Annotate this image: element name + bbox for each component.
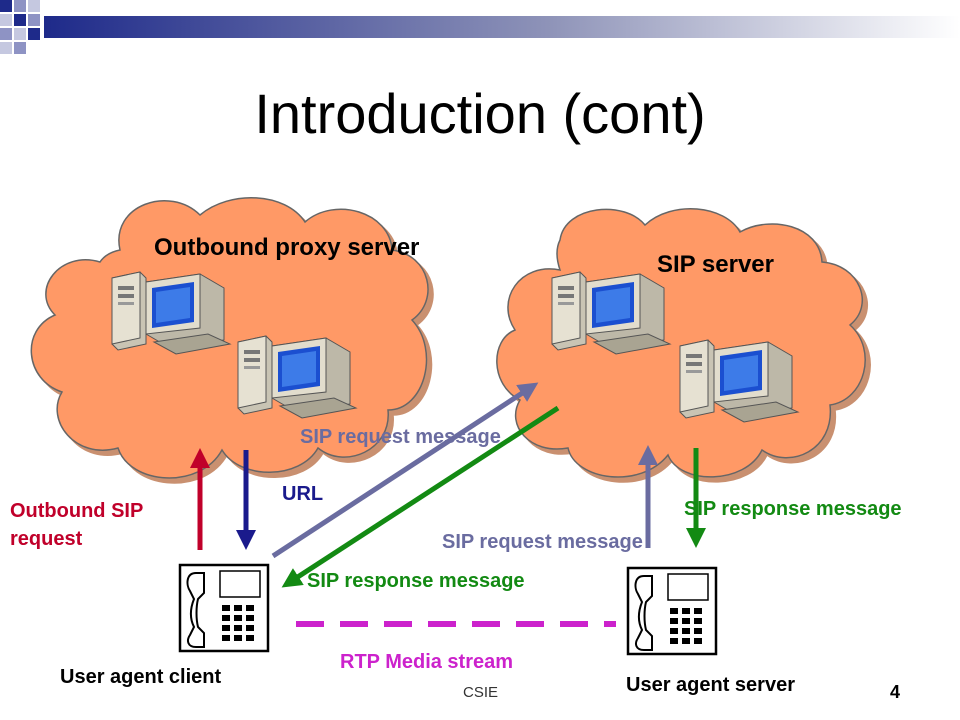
- sip-server-computer-icon-2: [679, 339, 799, 423]
- sip-response-arrow-to-client: [281, 405, 560, 588]
- sip-response-message-label-left: SIP response message: [307, 570, 525, 592]
- outbound-sip-request-label: Outbound SIP request: [10, 500, 144, 550]
- url-label: URL: [282, 483, 324, 505]
- sip-server-label: SIP server: [657, 251, 774, 278]
- header-decoration: [0, 0, 960, 54]
- page-number: 4: [890, 682, 901, 702]
- proxy-server-computer-icon-1: [111, 271, 231, 355]
- sip-request-message-label-bottom: SIP request message: [442, 531, 643, 553]
- user-agent-server-phone-icon: [626, 566, 718, 656]
- user-agent-client-phone-icon: [178, 563, 270, 653]
- user-agent-client-label: User agent client: [60, 666, 222, 688]
- user-agent-server-label: User agent server: [626, 674, 795, 696]
- sip-response-message-label-right: SIP response message: [684, 498, 902, 520]
- rtp-media-stream-label: RTP Media stream: [340, 651, 514, 673]
- sip-request-arrow-to-server: [271, 382, 539, 559]
- sip-server-computer-icon-1: [551, 271, 671, 355]
- sip-request-message-label-top: SIP request message: [300, 426, 501, 448]
- footer-text: CSIE: [463, 684, 499, 701]
- proxy-server-label: Outbound proxy server: [154, 234, 420, 261]
- proxy-server-computer-icon-2: [237, 335, 357, 419]
- slide-title: Introduction (cont): [254, 82, 706, 145]
